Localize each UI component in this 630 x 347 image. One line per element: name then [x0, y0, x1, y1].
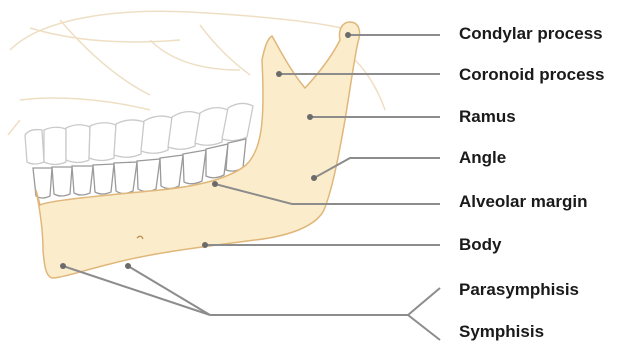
label-parasymphisis: Parasymphisis	[459, 280, 579, 300]
leader-parasymphysis-point	[128, 266, 210, 315]
label-condylar-process: Condylar process	[459, 24, 603, 44]
label-alveolar-margin: Alveolar margin	[459, 192, 588, 212]
label-ramus: Ramus	[459, 107, 516, 127]
leader-bracket-up	[408, 288, 440, 315]
label-angle: Angle	[459, 148, 506, 168]
label-symphisis: Symphisis	[459, 322, 544, 342]
point-parasymphysis	[125, 263, 131, 269]
point-angle	[311, 175, 317, 181]
point-coronoid	[276, 71, 282, 77]
leader-symphysis-point	[63, 266, 210, 315]
label-coronoid-process: Coronoid process	[459, 65, 604, 85]
label-body: Body	[459, 235, 502, 255]
point-body	[202, 242, 208, 248]
point-alveolar	[212, 181, 218, 187]
point-condylar	[345, 32, 351, 38]
leader-bracket-down	[408, 315, 440, 340]
point-symphysis	[60, 263, 66, 269]
point-ramus	[307, 114, 313, 120]
